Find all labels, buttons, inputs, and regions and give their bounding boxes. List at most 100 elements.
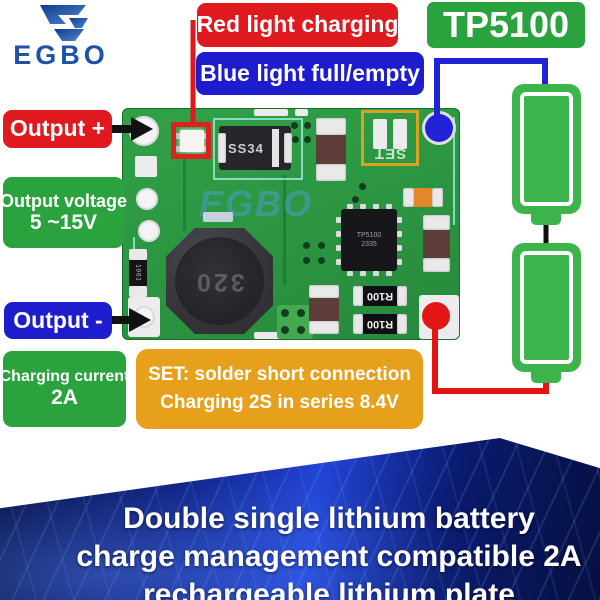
inductor-core: 320: [175, 237, 264, 325]
diode-terminal: [284, 133, 292, 163]
via: [281, 326, 289, 334]
led-leg: [203, 133, 208, 139]
output-voltage-line1: Output voltage: [0, 190, 127, 211]
callout-output-voltage: Output voltage 5 ~15V: [0, 177, 127, 248]
capacitor-terminal: [309, 321, 339, 334]
set-note-line1: SET: solder short connection: [148, 363, 411, 385]
battery-cell-1: [512, 84, 581, 214]
battery-cell-outline: [520, 92, 573, 206]
banner-line1: Double single lithium battery: [123, 502, 535, 535]
status-led: [180, 130, 204, 152]
callout-chip-name: TP5100: [427, 2, 585, 48]
capacitor-terminal: [403, 188, 414, 207]
via: [359, 183, 366, 190]
capacitor-terminal: [432, 188, 443, 207]
egbo-logo-icon: [40, 5, 88, 41]
output-minus-arrow-head: [129, 308, 151, 332]
ic-pin: [397, 259, 402, 265]
banner-text: Double single lithium battery charge man…: [0, 500, 600, 600]
silkscreen-line: [453, 117, 455, 225]
output-voltage-line2: 5 ~15V: [29, 210, 98, 234]
led-leg: [203, 146, 208, 152]
via: [352, 196, 359, 203]
ic-marking-line1: TP5100: [356, 231, 382, 239]
ic-marking-line2: 2335: [361, 241, 377, 248]
ic-pin: [360, 204, 366, 209]
battery-cell-1-terminal: [531, 213, 561, 225]
ic-pin: [336, 231, 341, 237]
charging-current-line1: Charging current: [0, 368, 130, 386]
via: [303, 257, 310, 264]
ic-pin: [373, 271, 379, 276]
callout-red-light: Red light charging: [197, 3, 398, 47]
capacitor-body: [316, 135, 346, 164]
ic-pin: [397, 245, 402, 251]
set-jumper-pad: [373, 119, 387, 149]
via: [291, 122, 298, 129]
edge-pad: [254, 109, 288, 116]
ic-pin: [386, 204, 392, 209]
red-wire: [432, 316, 549, 394]
set-jumper-pad: [393, 119, 407, 149]
via: [281, 309, 289, 317]
via: [318, 257, 325, 264]
small-resistor: 1001: [129, 249, 147, 297]
logo-shape-middle: [69, 18, 88, 28]
capacitor-body: [309, 298, 339, 321]
callout-charging-current: Charging current 2A: [0, 351, 130, 427]
edge-pad: [254, 332, 288, 339]
banner-line2: charge management compatible 2A: [76, 540, 582, 573]
callout-blue-light: Blue light full/empty: [196, 52, 424, 95]
via: [292, 136, 299, 143]
resistor-body: 1001: [129, 260, 147, 286]
resistor-terminal: [129, 286, 147, 297]
power-inductor: 320: [166, 228, 273, 334]
via: [318, 242, 325, 249]
battery-cell-2-terminal: [531, 371, 561, 383]
battery-cell-outline: [520, 251, 573, 364]
solder-pad: [136, 188, 158, 210]
diode-cathode-band: [272, 129, 279, 167]
ic-pin: [397, 217, 402, 223]
logo-shape-top: [40, 5, 86, 24]
diode-ss34: SS34: [218, 126, 292, 170]
logo-shape-bottom: [54, 29, 84, 41]
set-note-line2: Charging 2S in series 8.4V: [160, 392, 399, 413]
via: [303, 242, 310, 249]
led-leg: [176, 133, 181, 139]
via: [297, 309, 305, 317]
ic-pin: [336, 217, 341, 223]
banner-line3: rechargeable lithium plate: [143, 578, 515, 600]
sense-resistor: R100: [353, 314, 407, 334]
led-highlight-box: [171, 122, 211, 159]
resistor-terminal: [129, 249, 147, 260]
resistor-terminal: [397, 286, 407, 306]
set-jumper-box: SET: [361, 110, 419, 166]
capacitor-terminal: [316, 164, 346, 181]
output-plus-arrow-head: [131, 117, 153, 141]
capacitor-terminal: [309, 285, 339, 298]
pcb-trace: [283, 175, 286, 285]
ic-pin: [386, 271, 392, 276]
callout-set-note: SET: solder short connection Charging 2S…: [136, 349, 423, 429]
ic-pin: [373, 204, 379, 209]
diode-marking: SS34: [228, 140, 264, 156]
pcb-board: EGBO 1001 SS34: [122, 108, 460, 340]
ic-pin: [347, 204, 353, 209]
sense-resistor: R100: [353, 286, 407, 306]
charging-current-line2: 2A: [51, 386, 78, 410]
blue-wire: [434, 58, 548, 127]
ic-pin: [397, 231, 402, 237]
capacitor-terminal: [423, 258, 450, 272]
pcb-trace: [183, 151, 186, 231]
ic-pin: [336, 259, 341, 265]
resistor-terminal: [397, 314, 407, 334]
edge-pad: [295, 109, 308, 116]
solder-pad: [135, 156, 157, 177]
callout-output-minus: Output -: [4, 302, 112, 339]
battery-cell-2: [512, 243, 581, 372]
ic-tp5100: TP5100 2335: [336, 204, 402, 276]
solder-pad: [138, 220, 160, 242]
smd-component: [203, 212, 233, 222]
